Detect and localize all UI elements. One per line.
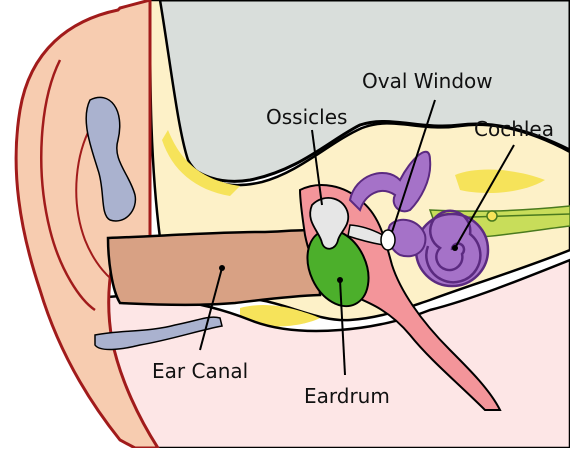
label-ear-canal: Ear Canal (152, 359, 248, 383)
nerve-node (487, 211, 497, 221)
label-oval-window: Oval Window (362, 69, 493, 93)
leader-dot-cochlea (452, 245, 458, 251)
label-eardrum: Eardrum (304, 384, 390, 408)
oval-window (381, 230, 395, 250)
leader-dot-eardrum (337, 277, 343, 283)
label-ossicles: Ossicles (266, 105, 347, 129)
label-cochlea: Cochlea (474, 117, 554, 141)
leader-dot-ear-canal (219, 265, 225, 271)
ear-canal (108, 230, 320, 305)
